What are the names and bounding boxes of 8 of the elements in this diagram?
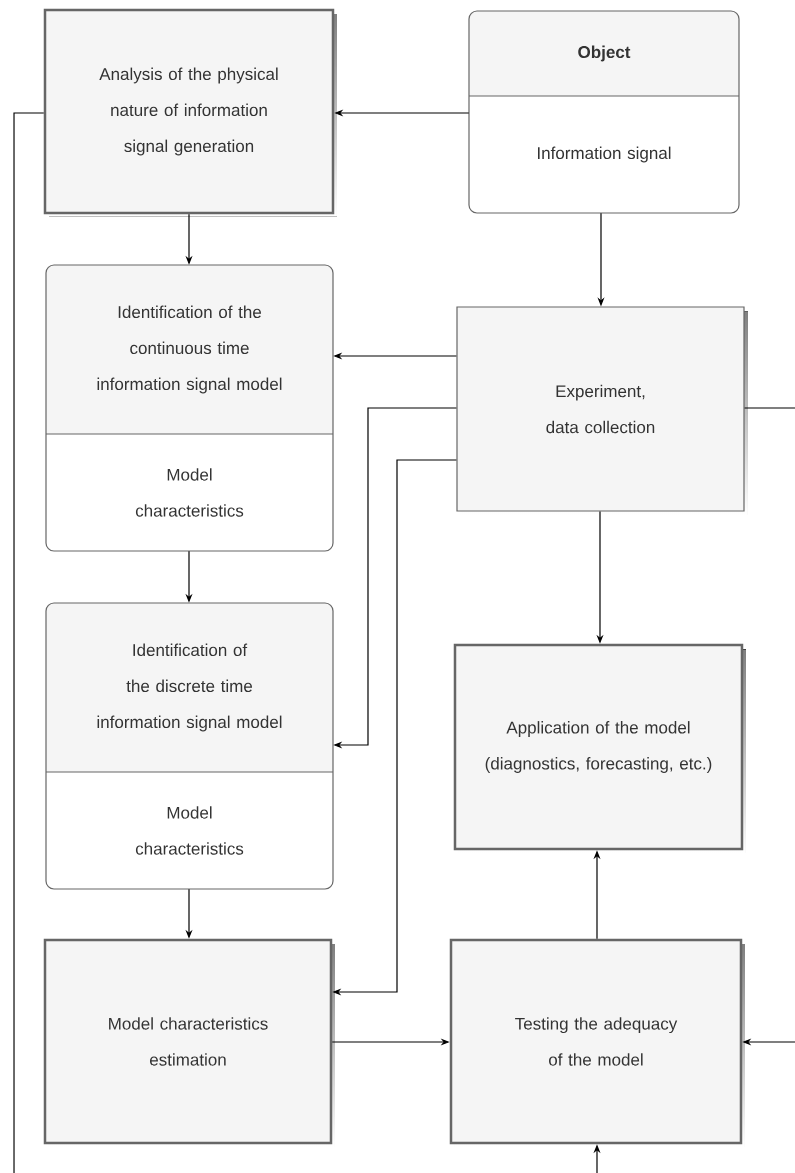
process-box: Model characteristics estimation (43, 938, 335, 1147)
split-box: Object Information signal (468, 10, 740, 214)
process-box: Application of the model (diagnostics, forecasting, etc.) (453, 643, 746, 853)
process-box: Experiment, data collection (456, 306, 748, 515)
split-box: Identification of the discrete time information signal model Model characteristics (45, 602, 334, 890)
process-box: Analysis of the physical nature of information signal generation (43, 8, 337, 217)
process-box: Testing the adequacy of the model (449, 938, 745, 1147)
split-box: Identification of the continuous time information signal model Model characteristics (45, 264, 334, 552)
